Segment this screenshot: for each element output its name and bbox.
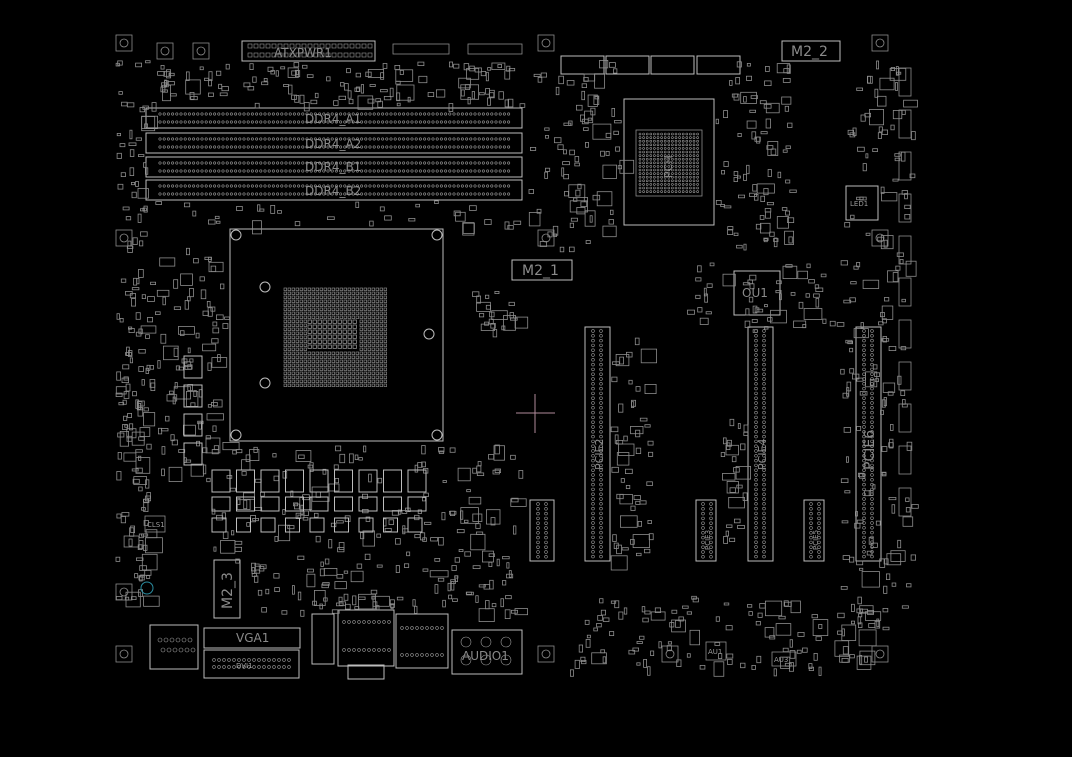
- cls1-label: CLS1: [147, 521, 165, 529]
- dimm-label-b1: DDR4_B1: [305, 160, 361, 174]
- vga-label: VGA1: [236, 631, 269, 645]
- m2-1-label: M2_1: [522, 263, 559, 279]
- crosshair-cursor: [516, 394, 555, 433]
- fiducials: [115, 34, 889, 663]
- pcie2-label: PCIE2: [593, 438, 606, 470]
- pcie3-label: PCIE3: [704, 530, 712, 550]
- ou1-label: OU1: [742, 286, 768, 300]
- au1-label: AU1: [708, 648, 722, 656]
- pcie4-label: PCIE4: [756, 438, 769, 470]
- pch-chip: PCH: [623, 98, 715, 226]
- rear-io: VGA1 DVI1 AUDIO1: [149, 609, 523, 680]
- m2-slot-2: M2_2: [781, 40, 841, 62]
- dimm-slots: DDR4_A1 DDR4_A2 DDR4_B1 DDR4_B2: [145, 107, 523, 201]
- top-headers: [392, 43, 741, 75]
- m2-slot-1: M2_1: [511, 259, 573, 281]
- pcie5-label: PCIE5: [812, 530, 820, 550]
- pch-label: PCH: [662, 155, 675, 178]
- dvi-label: DVI1: [236, 662, 253, 670]
- au3-label: AU3: [774, 656, 788, 664]
- m2-2-label: M2_2: [791, 44, 828, 60]
- m2-slot-3: M2_3: [213, 559, 241, 619]
- audio-label: AUDIO1: [462, 649, 509, 663]
- led1-label: LED1: [850, 200, 868, 208]
- dimm-label-a2: DDR4_A2: [305, 137, 361, 151]
- dimm-label-b2: DDR4_B2: [305, 184, 361, 198]
- pcie6-label: PCIE6: [862, 430, 878, 470]
- atx-power-connector: ATXPWR1: [241, 40, 376, 62]
- atx-label: ATXPWR1: [274, 46, 332, 60]
- m2-3-label: M2_3: [220, 572, 236, 609]
- dimm-label-a1: DDR4_A1: [305, 112, 361, 126]
- smd-components: [115, 60, 919, 677]
- led1-chip: LED1: [845, 185, 879, 221]
- pcie-slots: PCIE6 PCIE2 PCIE4 PCIE3 PCIE5: [529, 326, 882, 562]
- cpu-socket: [229, 228, 444, 442]
- misc-chip-labels: CLS1 AU1 AU3: [144, 515, 797, 667]
- marker-circle: [140, 581, 154, 595]
